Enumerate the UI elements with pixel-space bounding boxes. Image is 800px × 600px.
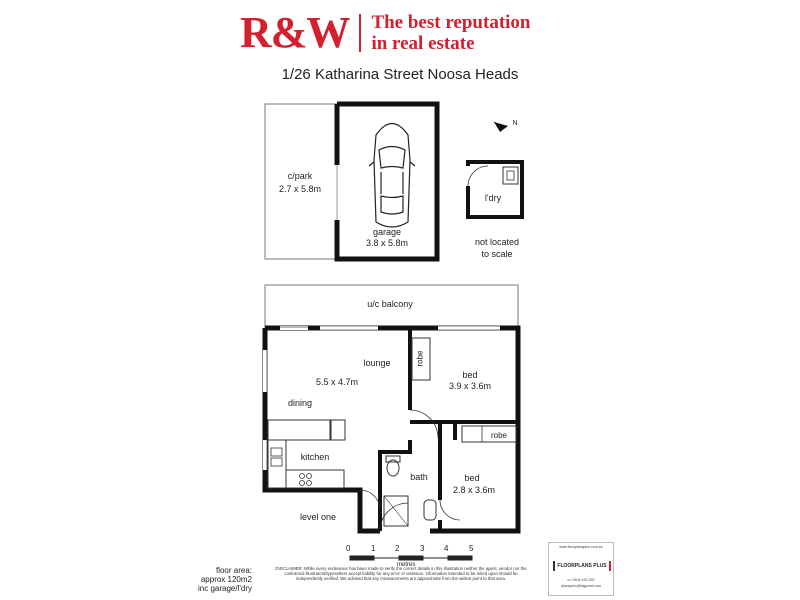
carpark-outline [264, 103, 338, 260]
bath-label: bath [410, 472, 428, 482]
fp-url: www.floorplansplus.com.au [559, 545, 603, 549]
door-arc-entry [379, 502, 409, 532]
scale-tick-3: 3 [420, 544, 425, 553]
cpark-label: c/park [287, 171, 313, 181]
balcony-outline [264, 284, 519, 329]
cpark-size: 2.7 x 5.8m [278, 184, 322, 194]
floor-area-line2: approx 120m2 [200, 575, 252, 584]
lounge-label: lounge [363, 358, 391, 368]
car-icon [368, 122, 416, 228]
cooktop-icon [299, 473, 312, 486]
robe-bed1 [411, 337, 431, 381]
kitchen-benches [267, 419, 346, 489]
garage-size: 3.8 x 5.8m [365, 238, 409, 248]
scale-bar [349, 555, 473, 561]
door-arc-bed2 [439, 499, 461, 521]
scale-unit: metres [397, 562, 416, 568]
door-arc-bed1 [409, 409, 439, 439]
bed2-label: bed [464, 473, 480, 483]
rw-logo: R&W The best reputation in real estate [240, 10, 531, 56]
dining-label: dining [287, 398, 313, 408]
bed1-label: bed [462, 370, 478, 380]
bed1-size: 3.9 x 3.6m [448, 381, 492, 391]
interior-walls [378, 328, 518, 531]
laundry-door [467, 165, 489, 187]
north-arrow-icon [493, 121, 508, 132]
toilet-icon [385, 455, 401, 477]
floorplans-plus-logo: www.floorplansplus.com.au FLOORPLANS PLU… [548, 542, 614, 596]
laundry-tub-icon [502, 166, 519, 185]
level-label: level one [299, 512, 337, 522]
laundry-walls [466, 160, 524, 219]
floor-area-line1: floor area: [215, 566, 252, 575]
scale-tick-1: 1 [371, 544, 376, 553]
tagline-line2: in real estate [371, 33, 475, 54]
scale-tick-0: 0 [346, 544, 351, 553]
fp-phone: m: 0404 430 330 [567, 578, 595, 582]
fp-email: fplansplus@bigpond.com [560, 584, 602, 588]
scale-tick-2: 2 [395, 544, 400, 553]
north-label: N [512, 120, 518, 127]
sink-icon [270, 447, 283, 467]
balcony-label: u/c balcony [367, 299, 413, 309]
robe-bed1-label: robe [415, 350, 425, 367]
lounge-size: 5.5 x 4.7m [315, 377, 359, 387]
not-located-line1: not located [474, 237, 520, 247]
logo-tagline: The best reputation in real estate [371, 12, 530, 54]
kitchen-label: kitchen [300, 452, 330, 462]
door-arc-bath [359, 489, 381, 511]
shower-icon [383, 495, 409, 527]
scale-tick-4: 4 [444, 544, 449, 553]
logo-mark: R&W [240, 8, 350, 57]
disclaimer: DISCLAIMER: While every endeavour has be… [275, 566, 527, 581]
scale-tick-5: 5 [469, 544, 474, 553]
laundry-label: l'dry [484, 193, 502, 203]
tagline-line1: The best reputation [371, 12, 531, 33]
garage-walls [334, 101, 440, 262]
fp-brand: FLOORPLANS PLUS [553, 561, 611, 571]
robe-bed2-label: robe [490, 431, 507, 440]
floor-area-line3: inc garage/l'dry [198, 584, 252, 593]
not-located-line2: to scale [481, 249, 513, 259]
bed2-size: 2.8 x 3.6m [452, 485, 496, 495]
property-address: 1/26 Katharina Street Noosa Heads [281, 66, 519, 83]
vanity-icon [423, 499, 437, 521]
robe-bed2 [461, 425, 517, 443]
logo-divider [359, 14, 362, 52]
floor-area: floor area: approx 120m2 inc garage/l'dr… [160, 566, 252, 593]
garage-label: garage [372, 227, 402, 237]
